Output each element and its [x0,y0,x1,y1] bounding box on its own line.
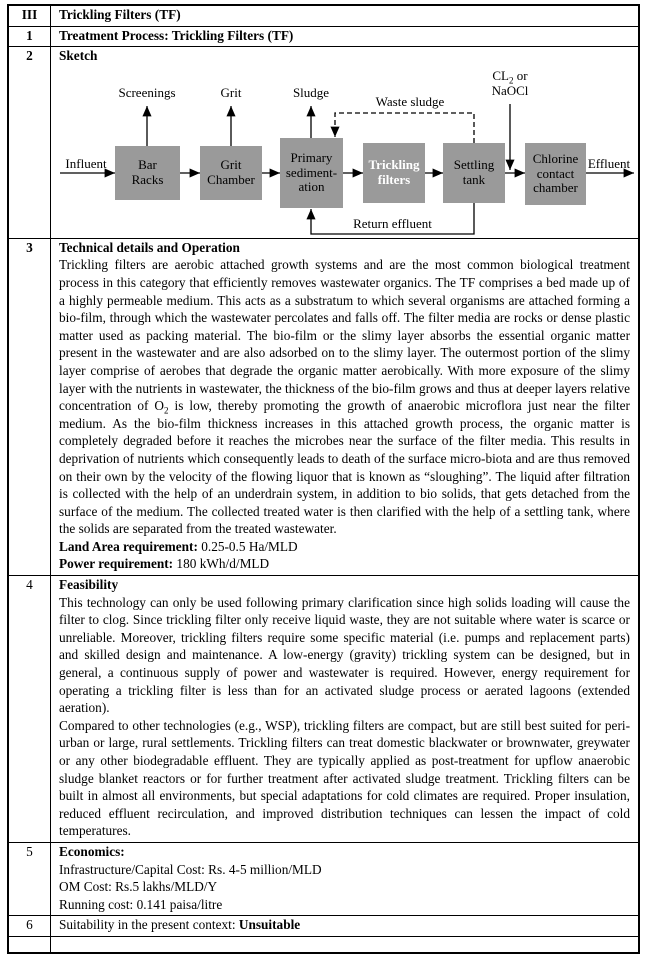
process-box-grit-chamber: Grit Chamber [200,145,262,200]
process-box-chlorine-contact-chamber: Chlorine contact chamber [525,142,586,205]
label-effluent: Effluent [587,155,631,171]
row-number: III [7,4,51,27]
technical-details-heading: Technical details and Operation [59,239,240,255]
process-box-trickling-filters: Trickling filters [363,142,425,203]
row-number: 2 [7,46,51,239]
row-number: 5 [7,841,51,917]
row-number: 6 [7,915,51,937]
arrow-return-effluent [306,202,475,235]
arrow-waste-sludge-dashed [330,112,475,143]
label-screenings: Screenings [118,84,176,100]
process-box-bar-racks: Bar Racks [115,145,180,200]
process-title: Trickling Filters (TF) [50,4,640,27]
suitability-verdict: Unsuitable [238,917,301,933]
table-row-economics: 5 Economics: Infrastructure/Capital Cost… [7,841,640,917]
label-sludge: Sludge [292,84,330,100]
sketch-heading: Sketch [59,48,98,64]
flow-diagram-arrows [60,103,634,235]
label-return-effluent: Return effluent [353,215,432,231]
feasibility-heading: Feasibility [59,577,119,593]
table-row-sketch: 2 Sketch [7,46,640,239]
row-number: 1 [7,25,51,48]
suitability-statement: Suitability in the present context: Unsu… [50,915,640,937]
technical-details-paragraph: Trickling filters are aerobic attached g… [59,257,630,537]
empty-number-cell [7,935,51,954]
label-influent: Influent [65,155,107,171]
table-row-feasibility: 4 Feasibility This technology can only b… [7,575,640,843]
feasibility-paragraph-1: This technology can only be used followi… [59,594,630,716]
economics-heading: Economics: [59,843,125,859]
table-row-heading: III Trickling Filters (TF) [7,4,640,27]
table-row-treatment-process: 1 Treatment Process: Trickling Filters (… [7,25,640,48]
land-area-requirement: Land Area requirement: 0.25-0.5 Ha/MLD [59,538,298,554]
table-row-suitability: 6 Suitability in the present context: Un… [7,915,640,937]
capital-cost-line: Infrastructure/Capital Cost: Rs. 4-5 mil… [59,861,322,877]
row-number: 3 [7,237,51,577]
table-row-technical-details: 3 Technical details and Operation Trickl… [7,237,640,577]
empty-content-cell [50,935,640,954]
running-cost-line: Running cost: 0.141 paisa/litre [59,896,223,912]
power-requirement: Power requirement: 180 kWh/d/MLD [59,556,270,572]
process-description-table: III Trickling Filters (TF) 1 Treatment P… [7,4,640,954]
label-waste-sludge: Waste sludge [375,93,445,109]
label-grit: Grit [220,84,242,100]
om-cost-line: OM Cost: Rs.5 lakhs/MLD/Y [59,879,218,895]
process-box-primary-sedimentation: Primary sediment- ation [280,137,343,208]
table-row-empty [7,935,640,954]
process-flow-diagram: Bar Racks Grit Chamber Primary sediment-… [59,66,637,236]
treatment-process-title: Treatment Process: Trickling Filters (TF… [50,25,640,48]
process-box-settling-tank: Settling tank [443,142,505,203]
feasibility-paragraph-2: Compared to other technologies (e.g., WS… [59,717,630,839]
row-number: 4 [7,575,51,843]
